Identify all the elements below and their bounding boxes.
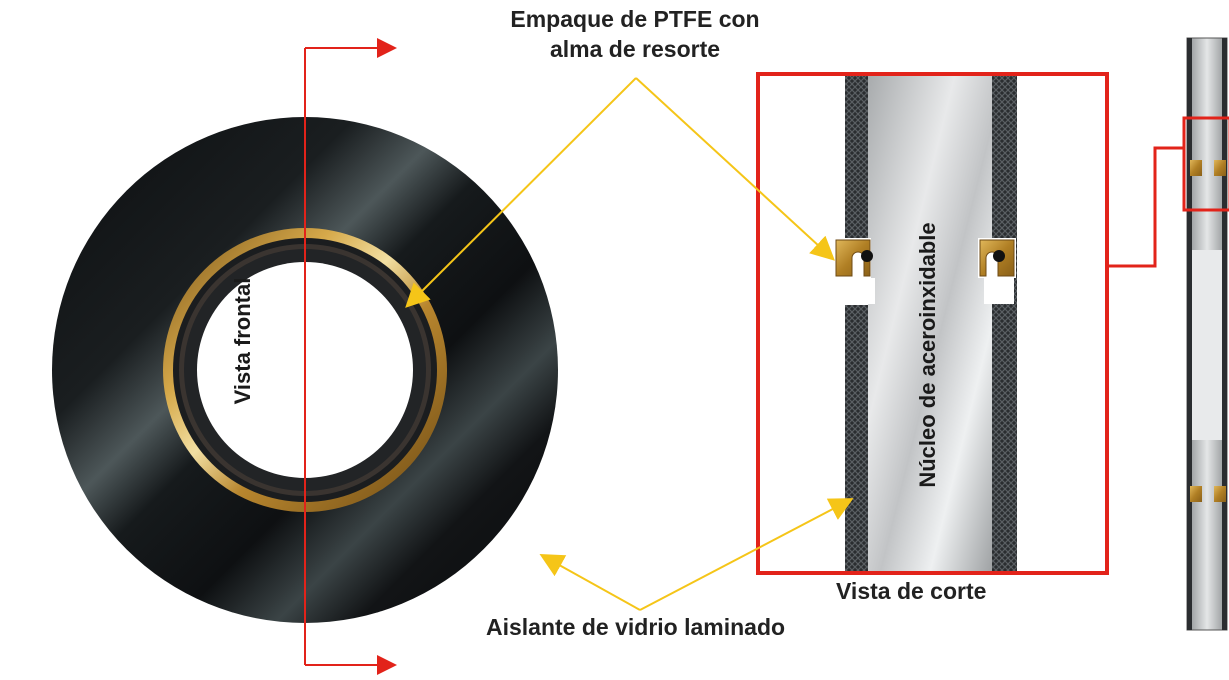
steel-core-label: Núcleo de aceroinxidable: [915, 222, 940, 488]
ptfe-seal-label: Empaque de PTFE con alma de resorte: [440, 4, 830, 64]
cut-view: [756, 72, 1185, 575]
front-view-label: Vista frontal: [230, 277, 255, 405]
ptfe-seal-label-line1: Empaque de PTFE con: [510, 6, 760, 32]
ptfe-seal-left: [833, 238, 875, 305]
leader-lines: [405, 77, 854, 611]
cut-view-label: Vista de corte: [836, 578, 987, 604]
section-line: [304, 38, 397, 675]
ptfe-seal-label-line2: alma de resorte: [549, 36, 721, 62]
ptfe-seal-right: [978, 238, 1016, 304]
side-profile: [1182, 37, 1229, 631]
insulator-label: Aislante de vidrio laminado: [486, 614, 786, 640]
